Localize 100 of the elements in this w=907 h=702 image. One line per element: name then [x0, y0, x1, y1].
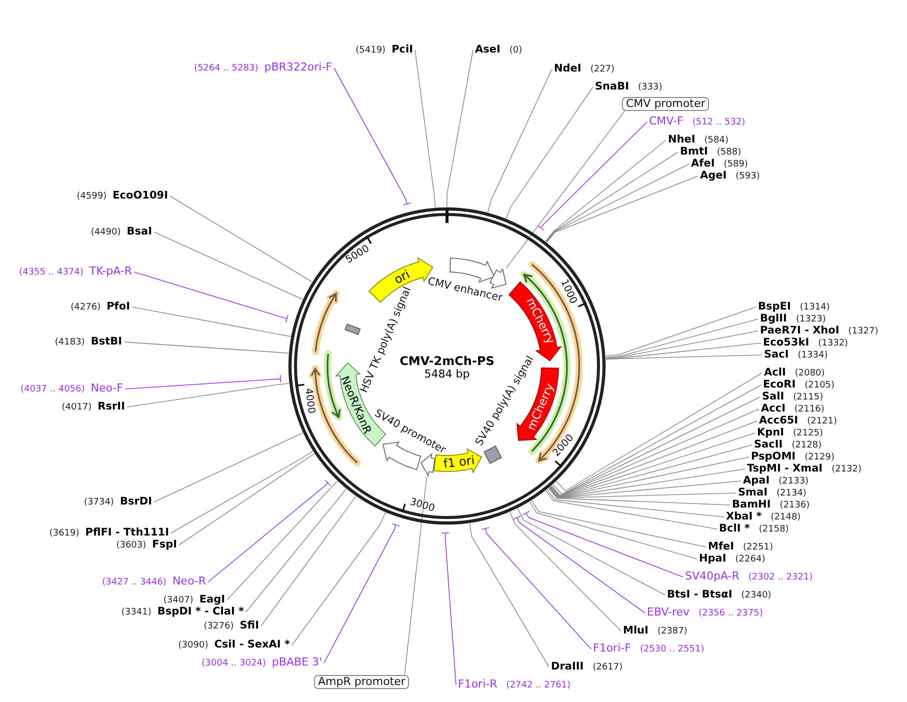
leader-line	[548, 480, 742, 498]
primer-position: (2302 .. 2321)	[748, 572, 813, 584]
leader-line	[124, 374, 282, 390]
scale-number: 3000	[408, 497, 436, 514]
cut-position: (2115)	[793, 392, 824, 404]
enzyme-name: PfoI	[106, 300, 130, 312]
cut-position: (4183)	[54, 336, 85, 348]
enzyme-name: PflFI - Tth111I	[85, 526, 169, 538]
primer-position: (4037 .. 4056)	[20, 384, 85, 396]
scale-number: 4000	[302, 388, 316, 415]
cut-position: (1323)	[796, 314, 826, 326]
cut-position: (2148)	[770, 512, 801, 524]
feature-shape	[420, 452, 436, 476]
enzyme-name: BsrDI	[120, 496, 152, 508]
cut-position: (3407)	[163, 594, 194, 606]
feature-name: f1 ori	[442, 454, 476, 470]
enzyme-name: XbaI *	[726, 510, 762, 522]
cut-position: (1334)	[798, 350, 828, 362]
enzyme-name: BclI *	[719, 522, 750, 534]
leader-line	[506, 110, 625, 268]
leader-line	[531, 500, 706, 548]
leader-line	[517, 508, 666, 596]
enzyme-name: Acc65I	[759, 414, 798, 426]
primer-position: (2530 .. 2551)	[640, 644, 704, 656]
leader-line	[124, 342, 289, 354]
primer-name: Neo-R	[172, 576, 206, 588]
leader-line	[546, 152, 678, 242]
enzyme-name: EcoRI	[763, 378, 796, 390]
leader-line	[550, 420, 758, 497]
primer-position: (4355 .. 4374)	[19, 266, 84, 278]
primer-position: (5264 .. 5283)	[194, 62, 258, 74]
plasmid-length: 5484 bp	[424, 368, 470, 380]
leader-line	[548, 488, 736, 498]
primer-name: Neo-F	[90, 382, 123, 394]
cut-position: (2121)	[807, 416, 838, 428]
leader-line	[170, 450, 314, 534]
cut-position: (227)	[590, 64, 615, 76]
primer-position: (2356 .. 2375)	[698, 608, 763, 620]
feature-name: ori	[392, 268, 412, 286]
leader-line	[546, 489, 724, 518]
leader-line	[334, 68, 412, 206]
enzyme-name: MfeI	[708, 540, 734, 552]
feature-label: CMV promoter	[622, 97, 710, 111]
leader-line	[605, 306, 756, 356]
cut-position: (4276)	[70, 302, 101, 314]
leader-line	[549, 456, 750, 498]
leader-line	[605, 318, 758, 358]
primer-name: TK-pA-R	[89, 266, 132, 278]
leader-line	[154, 432, 304, 502]
cut-position: (2116)	[794, 404, 824, 416]
cut-position: (2133)	[778, 476, 809, 488]
feature-box	[344, 323, 362, 336]
leader-line	[292, 512, 386, 646]
plasmid-name: CMV-2mCh-PS	[400, 354, 494, 368]
cut-position: (593)	[736, 170, 760, 182]
feature-arc	[322, 352, 342, 419]
leader-line	[170, 196, 312, 282]
leader-line	[546, 176, 698, 243]
leader-line	[134, 272, 288, 323]
leader-line	[414, 50, 436, 208]
enzyme-name: SnaBI	[595, 80, 630, 92]
primer-position: (3427 .. 3446)	[102, 576, 166, 588]
enzyme-name: Eco53kI	[763, 336, 810, 348]
cut-position: (4017)	[62, 402, 92, 414]
primer-name: EBV-rev	[647, 606, 690, 618]
cut-position: (2080)	[794, 368, 825, 380]
enzyme-name: PspOMI	[751, 450, 796, 462]
leader-line	[446, 50, 474, 208]
cut-position: (1314)	[800, 302, 830, 314]
enzyme-name: TspMI - XmaI	[747, 462, 823, 474]
cut-position: (2134)	[776, 488, 806, 500]
leader-line	[546, 164, 690, 242]
enzyme-name: SacII	[754, 438, 783, 450]
cut-position: (3619)	[49, 528, 80, 540]
primer-name: F1ori-F	[593, 642, 631, 654]
enzyme-name: AccI	[761, 402, 786, 414]
enzyme-name: BspEI	[758, 300, 791, 312]
leader-line	[226, 480, 338, 600]
enzyme-name: PaeR7I - XhoI	[760, 324, 840, 336]
leader-line	[404, 476, 428, 676]
cut-position: (2158)	[758, 524, 789, 536]
leader-line	[469, 523, 550, 668]
leader-line	[126, 383, 290, 408]
leader-line	[548, 488, 730, 506]
enzyme-name: BtsI - BtsαI	[667, 588, 732, 600]
enzyme-name: SacI	[764, 348, 789, 360]
enzyme-name: KpnI	[757, 426, 784, 438]
enzyme-name: EcoO109I	[112, 190, 168, 202]
cut-position: (0)	[509, 44, 522, 56]
leader-line	[548, 468, 746, 498]
leader-line	[605, 342, 762, 360]
cut-position: (584)	[704, 134, 728, 146]
leader-line	[510, 512, 622, 632]
cut-position: (589)	[724, 158, 748, 170]
leader-line	[605, 330, 758, 358]
leader-line	[132, 306, 292, 337]
cut-position: (2264)	[735, 554, 766, 566]
feature-arc	[311, 291, 340, 354]
cut-position: (3603)	[116, 540, 146, 552]
enzyme-name: AseI	[475, 44, 500, 56]
